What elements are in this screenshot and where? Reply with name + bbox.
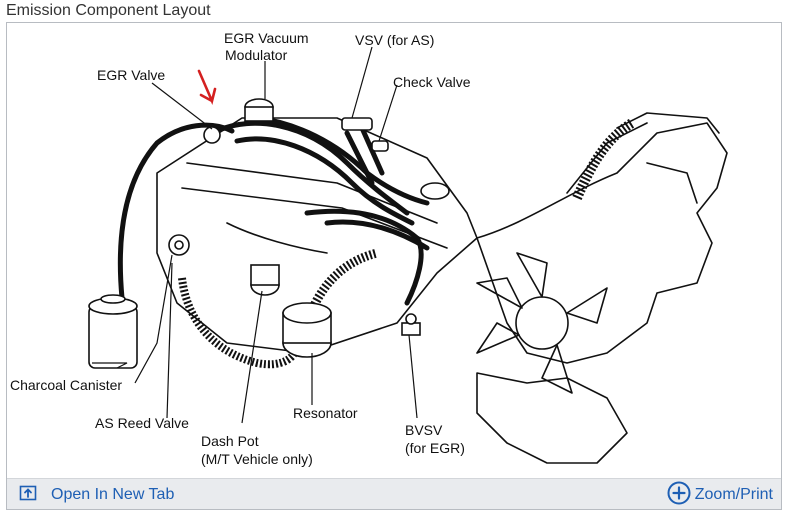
canister-hose xyxy=(117,122,235,301)
label-dash-pot-1: Dash Pot xyxy=(201,433,259,449)
as-reed-valve xyxy=(168,234,190,256)
leader-egr-valve xyxy=(151,82,213,130)
egr-vacuum-modulator xyxy=(244,98,274,122)
open-in-new-tab-link[interactable]: Open In New Tab xyxy=(19,483,174,507)
label-egr-valve: EGR Valve xyxy=(97,67,165,83)
label-as-reed-valve: AS Reed Valve xyxy=(95,415,189,431)
red-annotation-arrow xyxy=(197,69,217,106)
zoom-print-label: Zoom/Print xyxy=(694,486,773,503)
label-charcoal-canister: Charcoal Canister xyxy=(10,377,122,393)
leader-charcoal-canister xyxy=(134,254,173,384)
leader-bvsv xyxy=(408,334,418,419)
label-dash-pot-2: (M/T Vehicle only) xyxy=(201,451,313,467)
label-check-valve: Check Valve xyxy=(393,74,471,90)
transmission-outline xyxy=(476,122,728,364)
zoom-print-link[interactable]: Zoom/Print xyxy=(667,481,773,510)
charcoal-canister xyxy=(88,294,138,369)
resonator xyxy=(282,302,332,358)
leader-vsv xyxy=(351,46,373,119)
leader-check-valve xyxy=(378,84,398,142)
image-toolbar: Open In New Tab Zoom/Print xyxy=(7,478,781,509)
check-valve xyxy=(371,140,389,152)
lower-engine-outline xyxy=(476,372,628,464)
label-vsv: VSV (for AS) xyxy=(355,32,434,48)
egr-valve xyxy=(203,126,221,144)
open-in-new-tab-icon xyxy=(19,484,37,507)
label-bvsv-2: (for EGR) xyxy=(405,440,465,456)
dash-pot xyxy=(250,264,280,296)
panel-title: Emission Component Layout xyxy=(6,2,211,19)
engine-block-outline xyxy=(156,117,478,354)
vacuum-hose-1 xyxy=(214,120,410,216)
circle-plus-icon xyxy=(667,481,691,510)
image-panel: EGR Vacuum Modulator VSV (for AS) EGR Va… xyxy=(6,22,782,510)
emission-component-diagram: EGR Vacuum Modulator VSV (for AS) EGR Va… xyxy=(10,30,728,467)
corrugated-hose xyxy=(572,118,635,200)
cooling-fan xyxy=(476,252,608,394)
label-resonator: Resonator xyxy=(293,405,358,421)
air-intake-duct xyxy=(302,248,379,325)
label-egr-vacuum-modulator-1: EGR Vacuum xyxy=(224,30,309,46)
vsv-valve xyxy=(341,117,373,131)
label-bvsv-1: BVSV xyxy=(405,422,443,438)
radiator-cap xyxy=(420,182,450,200)
as-hose xyxy=(178,277,301,369)
leader-dash-pot xyxy=(241,290,263,424)
open-in-new-tab-label: Open In New Tab xyxy=(51,486,175,503)
label-egr-vacuum-modulator-2: Modulator xyxy=(225,47,288,63)
leader-as-reed-valve xyxy=(166,262,173,419)
bvsv xyxy=(401,313,421,336)
